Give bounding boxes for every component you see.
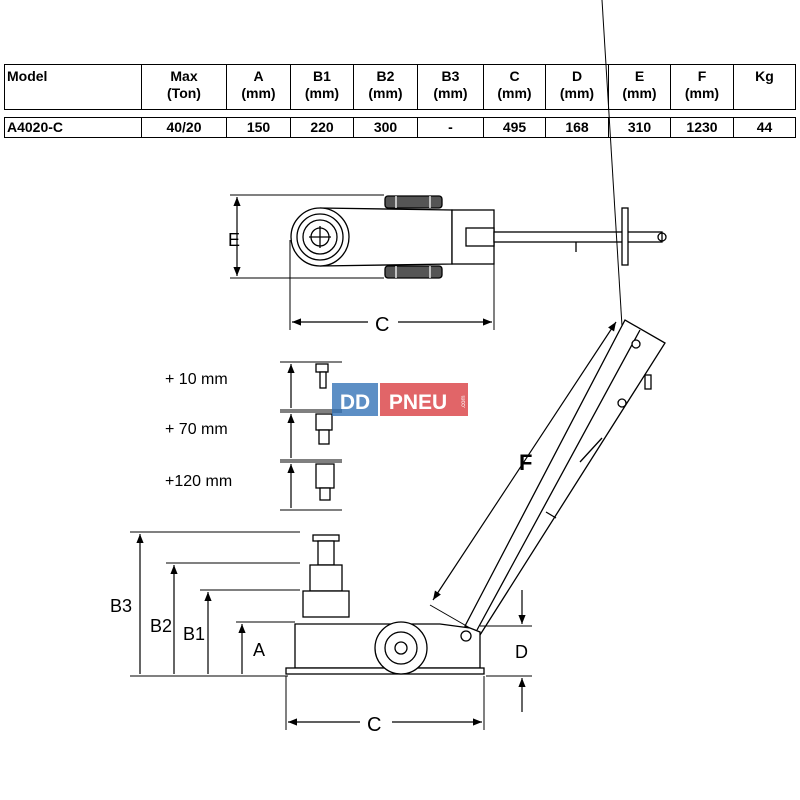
- watermark-dd-box: [332, 383, 378, 416]
- cell-d: 168: [545, 117, 609, 138]
- top-view: [230, 194, 667, 330]
- cell-c: 495: [483, 117, 546, 138]
- watermark-logo: DD PNEU .com: [332, 383, 468, 416]
- dim-label-d: D: [515, 642, 528, 662]
- header-row: Model Max(Ton) A(mm) B1(mm) B2(mm) B3(mm…: [4, 64, 796, 110]
- header-kg: Kg: [733, 64, 796, 110]
- dim-label-c-bottom: C: [367, 714, 381, 736]
- cell-model: A4020-C: [4, 117, 142, 138]
- dim-label-e: E: [228, 230, 240, 250]
- watermark-dd: DD: [340, 391, 370, 414]
- extension-pieces: [280, 361, 342, 511]
- watermark-pneu-box: [380, 383, 468, 416]
- header-c: C(mm): [483, 64, 546, 110]
- header-b3: B3(mm): [417, 64, 484, 110]
- header-d: D(mm): [545, 64, 609, 110]
- cell-e: 310: [608, 117, 671, 138]
- spec-table: Model Max(Ton) A(mm) B1(mm) B2(mm) B3(mm…: [4, 64, 796, 138]
- header-b2: B2(mm): [353, 64, 418, 110]
- dim-label-b3: B3: [110, 596, 132, 616]
- cell-b1: 220: [290, 117, 354, 138]
- header-f: F(mm): [670, 64, 734, 110]
- watermark-pneu: PNEU: [389, 391, 447, 414]
- cell-max: 40/20: [141, 117, 227, 138]
- header-b1: B1(mm): [290, 64, 354, 110]
- side-dimensions: [130, 0, 623, 730]
- cell-b2: 300: [353, 117, 418, 138]
- cell-a: 150: [226, 117, 291, 138]
- header-a: A(mm): [226, 64, 291, 110]
- extension-label-10: + 10 mm: [165, 371, 228, 388]
- dim-label-b2: B2: [150, 616, 172, 636]
- watermark-com: .com: [461, 395, 467, 408]
- dim-label-c-top: C: [375, 314, 389, 336]
- extension-label-70: + 70 mm: [165, 421, 228, 438]
- cell-f: 1230: [670, 117, 734, 138]
- table-row: A4020-C 40/20 150 220 300 - 495 168 310 …: [4, 117, 796, 138]
- extension-label-120: +120 mm: [165, 473, 232, 490]
- header-max: Max(Ton): [141, 64, 227, 110]
- dim-label-f: F: [519, 450, 532, 475]
- cell-kg: 44: [733, 117, 796, 138]
- dim-label-b1: B1: [183, 624, 205, 644]
- header-e: E(mm): [608, 64, 671, 110]
- side-view: [285, 319, 666, 675]
- header-model: Model: [4, 64, 142, 110]
- dim-label-a: A: [253, 640, 265, 660]
